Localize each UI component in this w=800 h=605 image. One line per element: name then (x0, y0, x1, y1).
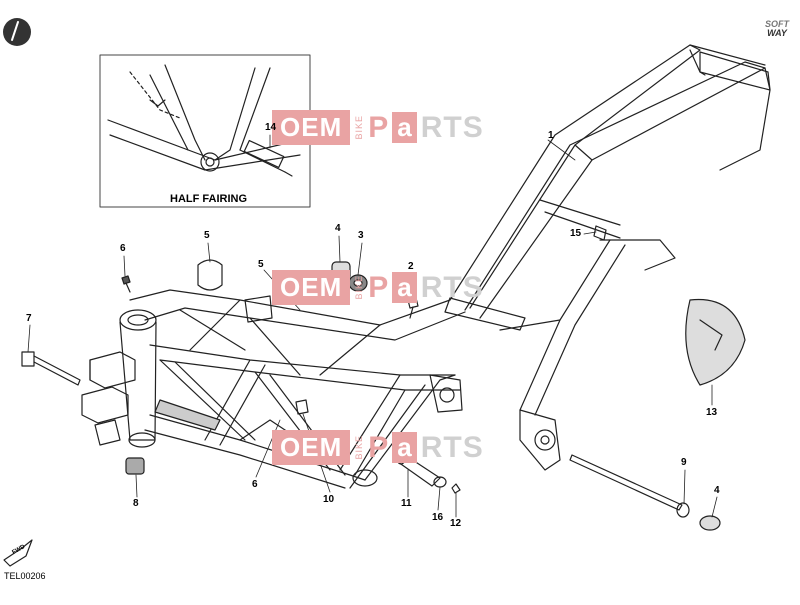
callout-1: 1 (548, 130, 554, 141)
callout-14: 14 (265, 122, 277, 133)
watermark-rts: RTS (420, 430, 484, 464)
fwd-arrow-icon (3, 539, 33, 567)
watermark-rts: RTS (420, 270, 484, 304)
callout-3: 3 (358, 230, 364, 241)
plug-4 (699, 515, 721, 531)
pivot-shaft-9 (569, 454, 690, 518)
callout-10: 10 (323, 494, 335, 505)
watermark-bike: BIKE (354, 275, 365, 300)
watermark-oem: OEM (272, 430, 351, 465)
watermark-a: a (392, 432, 417, 463)
watermark-rts: RTS (420, 110, 484, 144)
callout-15: 15 (570, 228, 582, 239)
callout-7: 7 (26, 313, 32, 324)
bracket-15 (593, 225, 607, 241)
callout-4: 4 (335, 223, 341, 234)
watermark-middle: OEM BIKE P a RTS (272, 270, 484, 305)
callout-9: 9 (681, 457, 687, 468)
watermark-p: P (368, 430, 389, 464)
watermark-p: P (368, 270, 389, 304)
swingarm-pivot-plate (429, 374, 561, 471)
spacer-8 (125, 457, 145, 475)
callout-5: 5 (258, 259, 264, 270)
callout-6: 6 (120, 243, 126, 254)
frame-main-trellis (129, 289, 466, 489)
diagram-code: TEL00206 (4, 571, 46, 581)
part-10 (295, 399, 309, 415)
callout-12: 12 (450, 518, 462, 529)
callout-8: 8 (133, 498, 139, 509)
watermark-bottom: OEM BIKE P a RTS (272, 430, 484, 465)
watermark-bike: BIKE (354, 115, 365, 140)
engine-mount-blocks (81, 351, 221, 446)
callout-13: 13 (706, 407, 718, 418)
cover-part-5 (197, 259, 273, 323)
watermark-a: a (392, 112, 417, 143)
callout-4: 4 (714, 485, 720, 496)
brand-line1: SOFT (765, 19, 789, 29)
inset-caption: HALF FAIRING (170, 193, 247, 205)
watermark-p: P (368, 110, 389, 144)
callout-16: 16 (432, 512, 444, 523)
softway-logo: SOFT WAY (758, 20, 796, 38)
callout-5: 5 (204, 230, 210, 241)
watermark-bike: BIKE (354, 435, 365, 460)
cover-13 (685, 298, 746, 386)
brand-line2: WAY (767, 28, 787, 38)
watermark-a: a (392, 272, 417, 303)
callout-2: 2 (408, 261, 414, 272)
callout-11: 11 (401, 498, 412, 509)
steering-head (119, 309, 157, 448)
watermark-oem: OEM (272, 270, 351, 305)
watermark-top: OEM BIKE P a RTS (272, 110, 484, 145)
bolt-6-top (121, 275, 131, 293)
bolt-7 (21, 351, 81, 386)
watermark-oem: OEM (272, 110, 351, 145)
logo-circle (3, 18, 31, 46)
frame-rear-subframe (444, 44, 771, 416)
callout-6: 6 (252, 479, 258, 490)
